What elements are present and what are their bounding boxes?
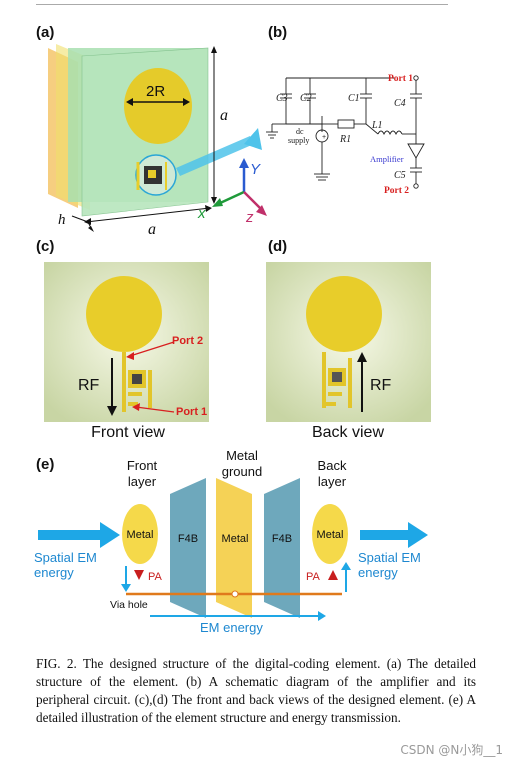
panel-b-label: (b) bbox=[268, 24, 288, 41]
panel-a-diagram: 2R a a h Y x z bbox=[48, 44, 267, 238]
metal-ground-plate bbox=[216, 478, 252, 618]
front-metal-ellipse bbox=[122, 504, 158, 564]
c1-label: C1 bbox=[348, 93, 360, 104]
panel-e-energy-diagram: Front layer Metal ground Back layer Spat… bbox=[34, 450, 428, 635]
figure-caption: FIG. 2. The designed structure of the di… bbox=[36, 655, 476, 727]
dim-2r-label: 2R bbox=[146, 83, 165, 100]
watermark: CSDN @N小狗__1 bbox=[400, 743, 503, 757]
back-rf-label: RF bbox=[370, 377, 392, 394]
axis-z-label: z bbox=[245, 209, 254, 226]
back-layer-label-1: Back bbox=[318, 458, 347, 473]
port2-label: Port 2 bbox=[384, 186, 409, 196]
spatial-in-label-2: energy bbox=[34, 565, 74, 580]
pa-left-triangle bbox=[134, 570, 144, 580]
back-metal-label: Metal bbox=[317, 529, 344, 541]
c3-label: C3 bbox=[276, 93, 288, 104]
l1-label: L1 bbox=[371, 120, 383, 131]
axis-z-arrow bbox=[243, 191, 263, 211]
dim-h-label: h bbox=[58, 212, 66, 228]
back-metal-ellipse bbox=[312, 504, 348, 564]
f4b-left-label: F4B bbox=[178, 533, 198, 545]
spatial-in-arrow bbox=[38, 530, 100, 540]
pa-left-label: PA bbox=[148, 571, 163, 583]
spatial-out-label-1: Spatial EM bbox=[358, 550, 421, 565]
front-port2-label: Port 2 bbox=[172, 335, 203, 347]
em-energy-label: EM energy bbox=[200, 620, 263, 635]
f4b-right bbox=[264, 478, 300, 618]
port1-label: Port 1 bbox=[388, 74, 413, 84]
back-layer-label-2: layer bbox=[318, 474, 347, 489]
spatial-out-arrow bbox=[360, 530, 408, 540]
c5-label: C5 bbox=[394, 170, 406, 181]
r1-label: R1 bbox=[339, 134, 351, 145]
axis-y-label: Y bbox=[250, 161, 261, 178]
panel-c-label: (c) bbox=[36, 238, 55, 255]
axis-x-arrow bbox=[217, 190, 245, 206]
dc-supply-label-2: supply bbox=[288, 136, 309, 145]
spatial-out-label-2: energy bbox=[358, 565, 398, 580]
f4b-right-label: F4B bbox=[272, 533, 292, 545]
zoom-arrow bbox=[176, 136, 254, 176]
via-hole-label: Via hole bbox=[110, 599, 148, 611]
panel-b-schematic: + C3 C2 C1 C4 C5 R1 L1 Port 1 Port 2 dc … bbox=[266, 74, 425, 196]
pa-right-triangle bbox=[328, 570, 338, 580]
c4-label: C4 bbox=[394, 98, 406, 109]
dim-a-vertical-label: a bbox=[220, 107, 228, 124]
panel-e-label: (e) bbox=[36, 456, 55, 473]
front-layer-label-1: Front bbox=[127, 458, 158, 473]
front-port1-label: Port 1 bbox=[176, 406, 207, 418]
front-view-label: Front view bbox=[91, 424, 165, 441]
back-view-label: Back view bbox=[311, 424, 385, 441]
caption-text: FIG. 2. The designed structure of the di… bbox=[36, 656, 476, 725]
front-metal-label: Metal bbox=[127, 529, 154, 541]
svg-text:+: + bbox=[322, 134, 326, 141]
amplifier-label: Amplifier bbox=[370, 154, 404, 164]
pa-right-label: PA bbox=[306, 571, 321, 583]
dc-supply-label-1: dc bbox=[296, 127, 304, 136]
metal-ground-label-1: Metal bbox=[226, 450, 258, 463]
front-layer-label-2: layer bbox=[128, 474, 157, 489]
back-metal-patch bbox=[306, 276, 382, 352]
c2-label: C2 bbox=[300, 93, 312, 104]
f4b-left bbox=[170, 478, 206, 618]
axis-x-label: x bbox=[197, 205, 206, 222]
dim-a-horizontal-label: a bbox=[148, 221, 156, 238]
spatial-in-label-1: Spatial EM bbox=[34, 550, 97, 565]
panel-d-back-view: RF bbox=[266, 262, 431, 422]
panel-d-label: (d) bbox=[268, 238, 288, 255]
metal-ground-label-2: ground bbox=[222, 464, 262, 479]
top-rule bbox=[36, 4, 448, 5]
panel-a-label: (a) bbox=[36, 24, 55, 41]
metal-circle-patch bbox=[124, 68, 192, 144]
panel-c-front-view: RF Port 2 Port 1 bbox=[44, 262, 209, 422]
front-rf-label: RF bbox=[78, 377, 100, 394]
front-metal-patch bbox=[86, 276, 162, 352]
center-metal-label: Metal bbox=[222, 533, 249, 545]
